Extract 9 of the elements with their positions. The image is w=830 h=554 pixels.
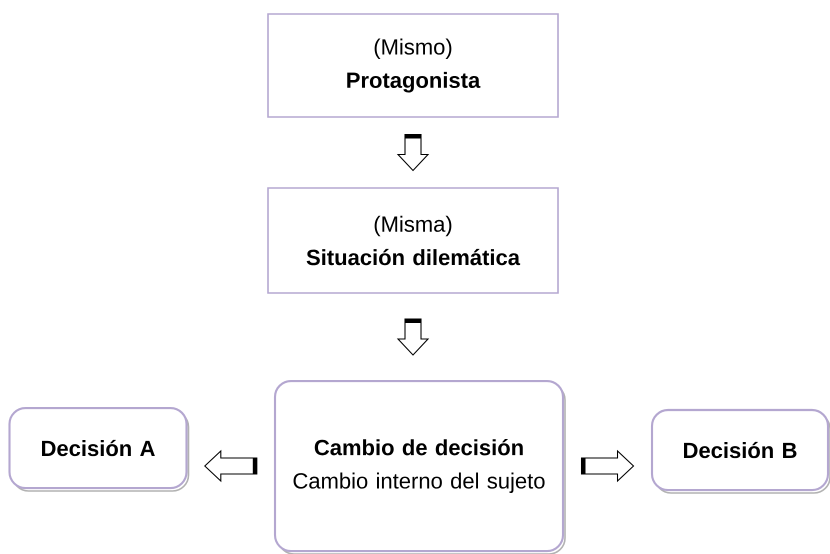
- block-arrow: [396, 134, 430, 172]
- text-box: (Mismo) Protagonista: [267, 13, 559, 118]
- rounded-box: Decisión B: [650, 408, 830, 494]
- text-box: (Misma) Situación dilemática: [267, 187, 559, 294]
- block-arrow: [580, 450, 634, 482]
- rounded-box: Cambio de decisión Cambio interno del sujeto: [274, 380, 566, 554]
- block-arrow: [396, 318, 430, 356]
- rounded-box: Decisión A: [8, 406, 190, 492]
- block-arrow: [204, 450, 258, 482]
